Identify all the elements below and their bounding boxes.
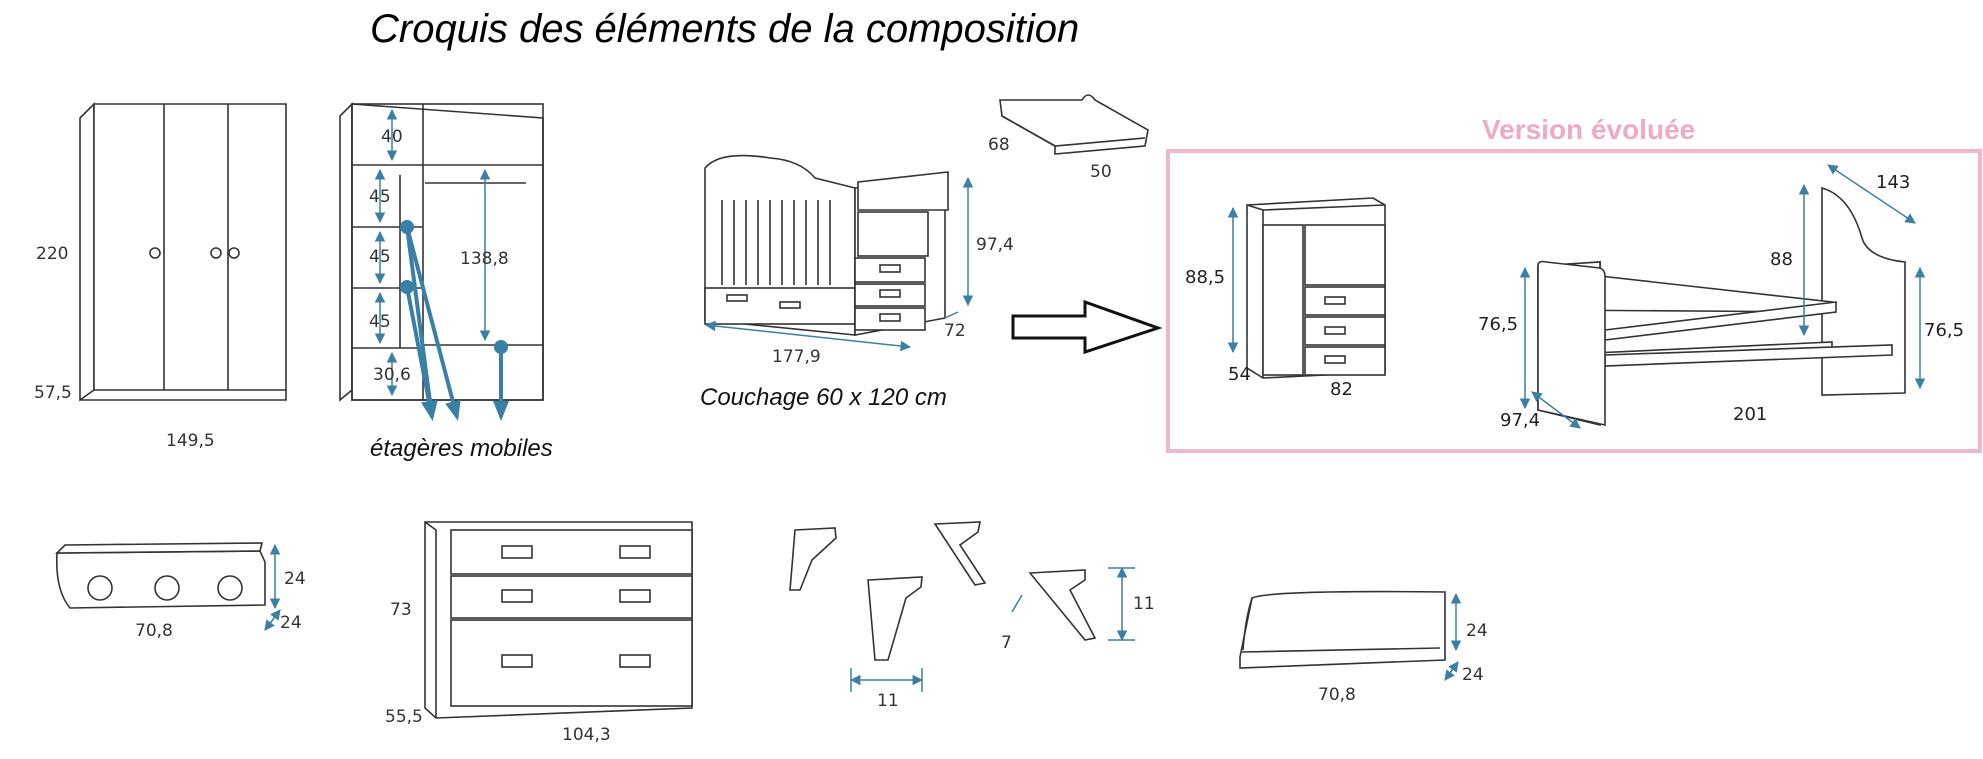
bed-depth-label: 97,4 xyxy=(1500,410,1540,431)
unit-width-label: 82 xyxy=(1330,379,1353,400)
leg-depth-label: 7 xyxy=(1001,633,1012,653)
bed-right-height-label: 76,5 xyxy=(1924,320,1964,341)
bed-dimensions xyxy=(1519,164,1926,429)
wardrobe-width-label: 149,5 xyxy=(166,431,215,451)
wardrobe-depth-label: 57,5 xyxy=(34,383,72,403)
mobile-shelves-pointers xyxy=(400,220,509,421)
shelf-with-pegs xyxy=(55,542,266,609)
evolution-arrow xyxy=(1011,299,1163,355)
crib-height-label: 97,4 xyxy=(976,235,1014,255)
evolved-storage-unit xyxy=(1246,197,1386,379)
peg-shelf-depth-label: 24 xyxy=(280,613,302,633)
crib-depth-label: 72 xyxy=(944,321,966,341)
peg-shelf-height-label: 24 xyxy=(284,569,306,589)
mobile-shelves-caption: étagères mobiles xyxy=(370,435,553,462)
changing-top-depth-label: 68 xyxy=(988,135,1010,155)
changing-top xyxy=(999,94,1149,155)
crib-length-label: 177,9 xyxy=(772,347,821,367)
page-title: Croquis des éléments de la composition xyxy=(370,7,1079,51)
interior-bottom-label: 30,6 xyxy=(373,365,411,385)
version-title: Version évoluée xyxy=(1482,114,1695,145)
small-shelf-height-label: 24 xyxy=(1466,621,1488,641)
evolved-version-frame xyxy=(1166,149,1982,453)
dresser-height-label: 73 xyxy=(390,600,412,620)
interior-shelf3-label: 45 xyxy=(369,312,391,332)
wardrobe-closed xyxy=(79,102,287,402)
wardrobe-interior-dimensions xyxy=(374,108,491,397)
small-shelf-width-label: 70,8 xyxy=(1318,685,1356,705)
evolved-bed xyxy=(1537,186,1906,427)
unit-height-label: 88,5 xyxy=(1185,267,1225,288)
bed-headboard-label: 88 xyxy=(1770,249,1793,270)
dresser-depth-label: 55,5 xyxy=(385,707,423,727)
small-shelf-depth-label: 24 xyxy=(1462,665,1484,685)
interior-shelf1-label: 45 xyxy=(369,187,391,207)
peg-shelf-width-label: 70,8 xyxy=(135,621,173,641)
interior-shelf2-label: 45 xyxy=(369,247,391,267)
interior-hanging-label: 138,8 xyxy=(460,249,509,269)
interior-top-label: 40 xyxy=(381,127,403,147)
leg-height-label: 11 xyxy=(1133,594,1155,614)
leg-width-label: 11 xyxy=(877,691,899,711)
wardrobe-height-label: 220 xyxy=(36,244,68,264)
bed-diagonal-label: 143 xyxy=(1876,172,1910,193)
furniture-legs xyxy=(789,521,1097,661)
bed-left-height-label: 76,5 xyxy=(1478,314,1518,335)
changing-top-width-label: 50 xyxy=(1090,162,1112,182)
unit-depth-label: 54 xyxy=(1228,364,1251,385)
sleeping-size-caption: Couchage 60 x 120 cm xyxy=(700,384,947,411)
crib-dimensions xyxy=(704,176,974,352)
dresser xyxy=(424,521,693,719)
dresser-width-label: 104,3 xyxy=(562,725,611,745)
small-shelf xyxy=(1239,590,1446,669)
convertible-crib xyxy=(704,154,949,336)
bed-length-label: 201 xyxy=(1733,404,1767,425)
